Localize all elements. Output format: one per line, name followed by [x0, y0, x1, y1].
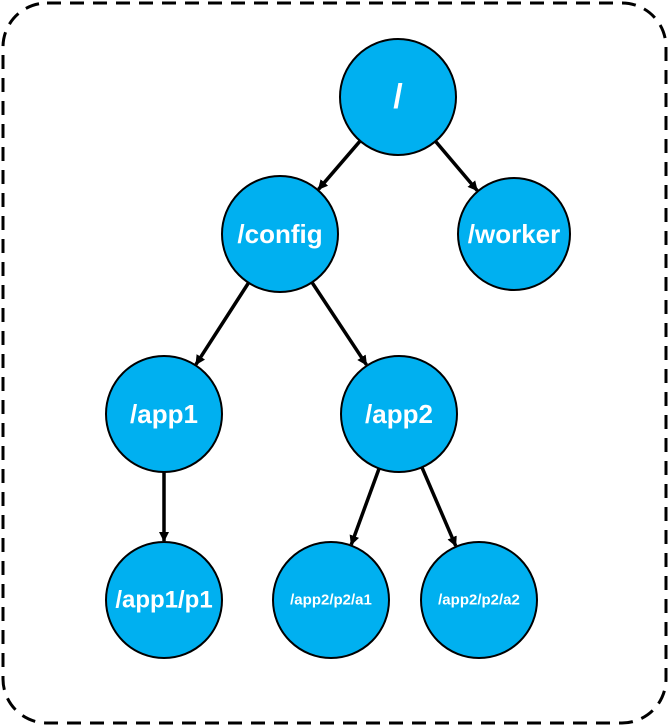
node-circle-config — [221, 175, 339, 293]
node-config: /config — [221, 175, 339, 293]
node-label-app1-p1: /app1/p1 — [115, 587, 212, 614]
node-label-root: / — [393, 78, 403, 116]
edge-config-to-app1 — [194, 281, 251, 366]
node-circle-root — [339, 38, 457, 156]
nodes: / /config/worker/app1/app2/app1/p1/app2/p… — [105, 38, 571, 659]
node-circle-app1-p1 — [105, 541, 223, 659]
node-label-app2: /app2 — [365, 399, 433, 429]
node-circle-app2-p2-a2 — [420, 541, 538, 659]
edge-root-to-worker — [434, 140, 479, 192]
node-app2: /app2 — [340, 355, 458, 473]
node-label-config: /config — [237, 219, 322, 249]
node-label-worker: /worker — [468, 219, 561, 249]
node-circle-app2 — [340, 355, 458, 473]
node-label-app1: /app1 — [130, 399, 198, 429]
node-circle-app1 — [105, 355, 223, 473]
edge-app2-to-app2-p2-a1 — [349, 467, 381, 546]
node-label-app2-p2-a1: /app2/p2/a1 — [290, 592, 372, 609]
edge-config-to-app2 — [310, 281, 368, 366]
node-root: / — [339, 38, 457, 156]
node-label-app2-p2-a2: /app2/p2/a2 — [438, 592, 520, 609]
node-app1: /app1 — [105, 355, 223, 473]
node-circle-worker — [457, 177, 571, 291]
node-app2-p2-a1: /app2/p2/a1 — [272, 541, 390, 659]
node-app1-p1: /app1/p1 — [105, 541, 223, 659]
edge-app2-to-app2-p2-a2 — [420, 466, 458, 547]
node-app2-p2-a2: /app2/p2/a2 — [420, 541, 538, 659]
node-circle-app2-p2-a1 — [272, 541, 390, 659]
edges — [159, 139, 479, 547]
node-worker: /worker — [457, 177, 571, 291]
edge-root-to-config — [317, 139, 362, 191]
